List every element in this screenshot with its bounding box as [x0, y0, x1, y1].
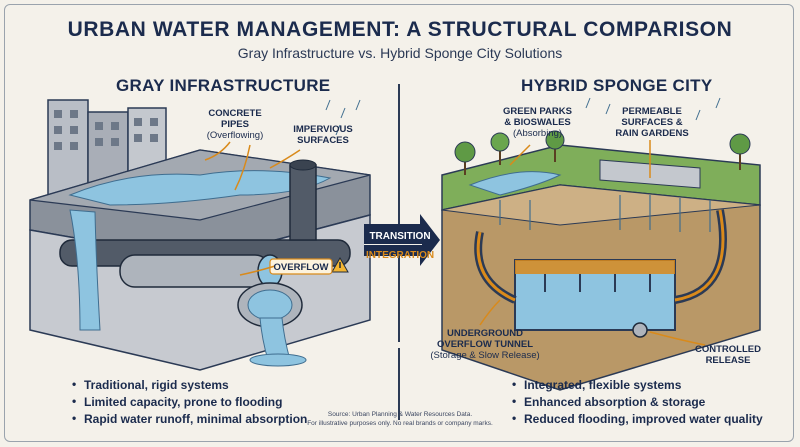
concrete-pipes-label: CONCRETE PIPES (Overflowing): [195, 108, 275, 141]
green-parks-sub: (Absorbing): [512, 128, 563, 139]
tunnel-line-1: UNDERGROUND: [447, 328, 523, 339]
page-title: URBAN WATER MANAGEMENT: A STRUCTURAL COM…: [67, 18, 733, 41]
permeable-line-2: SURFACES &: [621, 117, 683, 128]
impervious-surfaces-label: IMPERVIOUS SURFACES: [288, 124, 358, 146]
green-parks-line-1: GREEN PARKS: [503, 106, 572, 117]
concrete-pipes-title: CONCRETE PIPES: [208, 108, 262, 130]
transition-arrow: [364, 214, 440, 266]
sponge-bullet-3: Reduced flooding, improved water quality: [510, 411, 763, 426]
page-subtitle: Gray Infrastructure vs. Hybrid Sponge Ci…: [237, 45, 563, 61]
sponge-city-title: HYBRID SPONGE CITY: [521, 76, 713, 95]
gray-bullet-1: Traditional, rigid systems: [70, 377, 307, 392]
sponge-bullet-2: Enhanced absorption & storage: [510, 394, 763, 409]
tunnel-line-2: OVERFLOW TUNNEL: [436, 339, 534, 350]
gray-bullet-2: Limited capacity, prone to flooding: [70, 394, 307, 409]
center-divider-lower: [398, 348, 400, 420]
tree-icons: [454, 130, 751, 175]
green-parks-line-2: & BIOSWALES: [504, 117, 571, 128]
integration-label: INTEGRATION: [366, 250, 435, 261]
source-note: Source: Urban Planning & Water Resources…: [290, 410, 510, 428]
controlled-release-label: CONTROLLED RELEASE: [688, 344, 768, 366]
overflow-tunnel-label: UNDERGROUND OVERFLOW TUNNEL (Storage & S…: [420, 328, 550, 361]
sponge-city-illustration: [441, 97, 761, 391]
sponge-bullets: Integrated, flexible systems Enhanced ab…: [510, 377, 763, 429]
tunnel-sub: (Storage & Slow Release): [430, 350, 540, 361]
release-line-1: CONTROLLED: [695, 344, 761, 355]
outer-frame: [4, 4, 794, 442]
center-divider: [398, 84, 400, 342]
impervious-line-2: SURFACES: [297, 135, 349, 146]
gray-infrastructure-title: GRAY INFRASTRUCTURE: [116, 76, 331, 95]
overflow-label: OVERFLOW: [273, 262, 329, 273]
concrete-pipes-sub: (Overflowing): [206, 130, 264, 141]
gray-infrastructure-illustration: [29, 99, 371, 371]
permeable-line-1: PERMEABLE: [622, 106, 682, 117]
permeable-line-3: RAIN GARDENS: [615, 128, 689, 139]
release-line-2: RELEASE: [705, 355, 751, 366]
disclaimer-text: For illustrative purposes only. No real …: [307, 420, 493, 427]
gray-bullets: Traditional, rigid systems Limited capac…: [70, 377, 307, 429]
source-text: Source: Urban Planning & Water Resources…: [327, 411, 473, 418]
sponge-bullet-1: Integrated, flexible systems: [510, 377, 763, 392]
permeable-surfaces-label: PERMEABLE SURFACES & RAIN GARDENS: [612, 106, 692, 139]
impervious-line-1: IMPERVIOUS: [293, 124, 353, 135]
transition-label: TRANSITION: [369, 231, 431, 242]
green-parks-label: GREEN PARKS & BIOSWALES (Absorbing): [500, 106, 575, 139]
gray-bullet-3: Rapid water runoff, minimal absorption: [70, 411, 307, 426]
